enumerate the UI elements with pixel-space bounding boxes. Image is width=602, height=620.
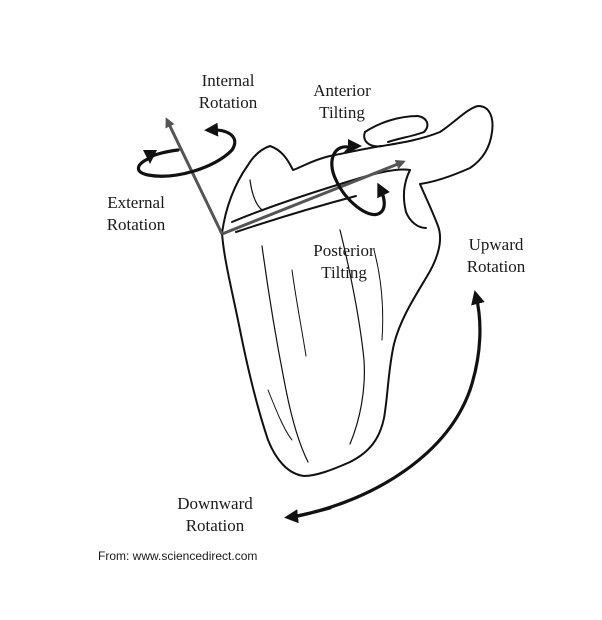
external-rotation-label: External Rotation	[100, 192, 172, 236]
internal-rotation-label: Internal Rotation	[190, 70, 266, 114]
medial-lateral-axis	[222, 162, 403, 234]
posterior-tilting-label: Posterior Tilting	[304, 240, 384, 284]
vertical-axis	[167, 120, 222, 234]
source-credit: From: www.sciencedirect.com	[98, 549, 257, 563]
internal-rotation-arrow-icon	[138, 130, 234, 176]
upward-downward-rotation-arrow-icon	[298, 296, 480, 516]
external-rotation-arrow-tail	[150, 150, 178, 158]
scapula-outline	[222, 106, 492, 476]
upward-rotation-label: Upward Rotation	[460, 234, 532, 278]
downward-rotation-arrowhead	[290, 508, 330, 517]
downward-rotation-label: Downward Rotation	[166, 493, 264, 537]
rotation-arrows	[138, 130, 479, 517]
anterior-tilting-label: Anterior Tilting	[306, 80, 378, 124]
